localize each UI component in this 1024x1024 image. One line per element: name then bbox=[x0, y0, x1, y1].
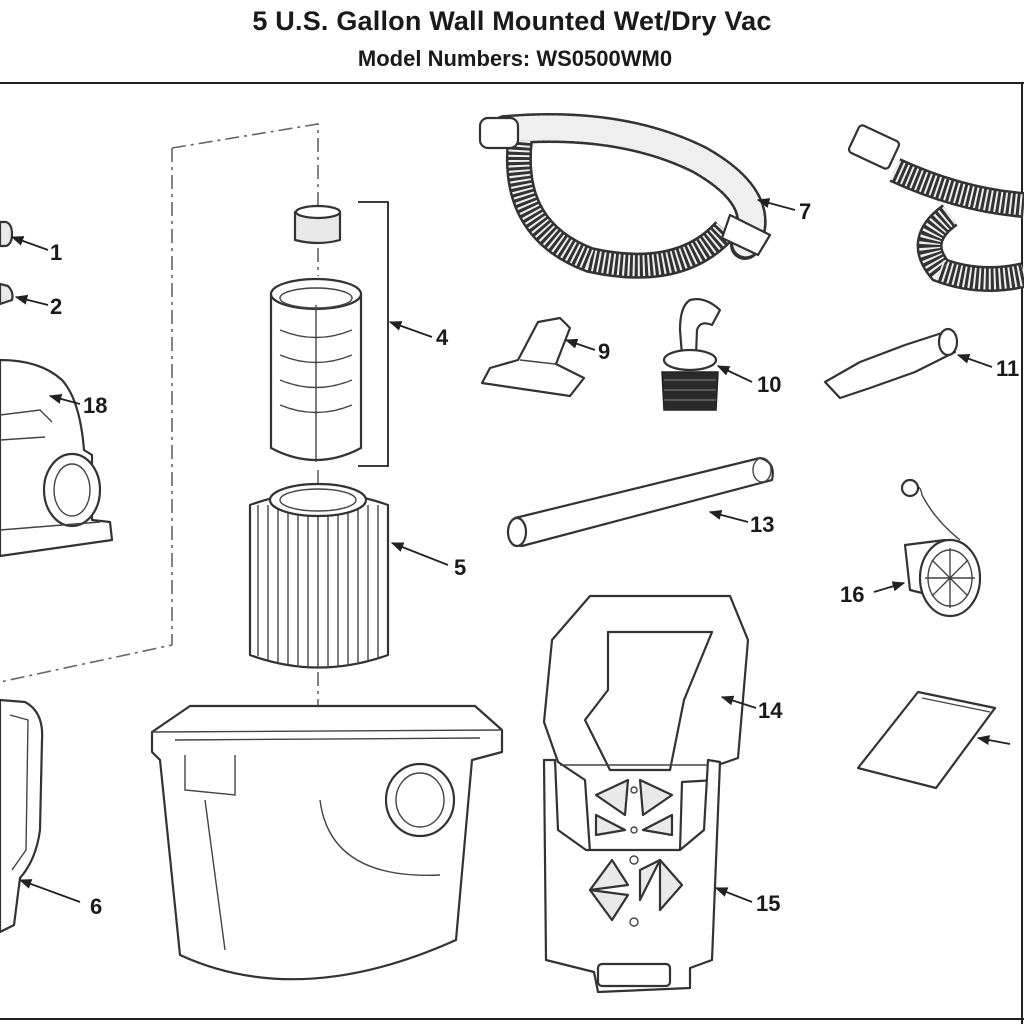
callout-13: 13 bbox=[750, 512, 774, 537]
collection-drum bbox=[150, 704, 504, 981]
part-13-extension-wand bbox=[506, 456, 774, 548]
part-9-floor-nozzle bbox=[480, 316, 586, 398]
callout-18: 18 bbox=[83, 393, 107, 418]
leader-lines bbox=[10, 198, 1011, 903]
part-15-wall-bracket bbox=[542, 758, 722, 994]
model-numbers: Model Numbers: WS0500WM0 bbox=[357, 46, 673, 71]
part-2-cap bbox=[0, 282, 14, 306]
part-10-brush bbox=[661, 298, 722, 411]
callout-11: 11 bbox=[996, 356, 1019, 381]
part-1-knob bbox=[0, 220, 14, 248]
callout-labels: 1 2 4 5 6 7 9 10 11 13 14 15 16 18 bbox=[50, 199, 1019, 919]
diagram-title: 5 U.S. Gallon Wall Mounted Wet/Dry Vac bbox=[252, 6, 772, 36]
callout-4: 4 bbox=[436, 325, 449, 350]
header-divider bbox=[0, 82, 1024, 84]
callout-10: 10 bbox=[757, 372, 781, 397]
callout-14: 14 bbox=[758, 698, 783, 723]
part-4-filter-cage bbox=[269, 201, 389, 467]
part-7-hose-alt bbox=[847, 124, 1024, 292]
part-16-drain-cap bbox=[900, 478, 982, 618]
callout-16: 16 bbox=[840, 582, 864, 607]
frame-border-bottom bbox=[0, 1018, 1024, 1020]
callout-2: 2 bbox=[50, 294, 62, 319]
part-11-crevice-tool bbox=[823, 327, 959, 400]
part-14-mounting-plate bbox=[542, 594, 750, 854]
owners-manual bbox=[856, 690, 997, 790]
callout-5: 5 bbox=[454, 555, 466, 580]
part-18-motor-head bbox=[0, 358, 114, 558]
callout-7: 7 bbox=[799, 199, 811, 224]
part-6-bracket bbox=[0, 698, 44, 934]
part-5-pleated-filter bbox=[248, 482, 390, 669]
frame-border-right bbox=[1021, 82, 1023, 1024]
callout-9: 9 bbox=[598, 339, 610, 364]
callout-15: 15 bbox=[756, 891, 780, 916]
part-7-hose bbox=[478, 113, 772, 279]
callout-1: 1 bbox=[50, 240, 62, 265]
callout-6: 6 bbox=[90, 894, 102, 919]
